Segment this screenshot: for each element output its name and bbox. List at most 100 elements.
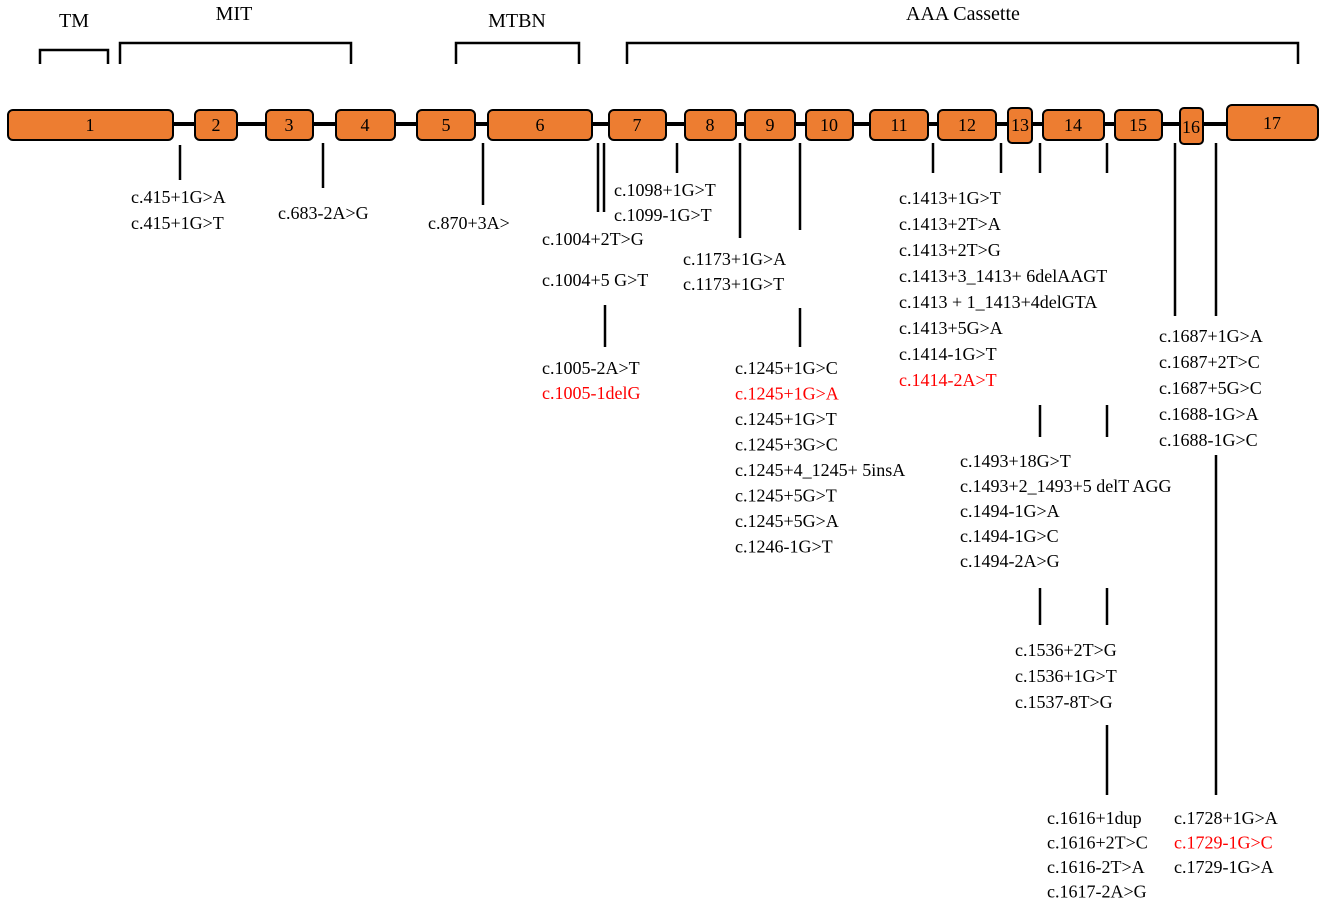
variant-group: c.1616+1dup c.1616+2T>C c.1616-2T>A c.1617-…	[1047, 808, 1148, 902]
bracket-mtbn	[454, 41, 581, 64]
variant-label: c.1494-1G>A	[960, 501, 1060, 521]
exon-label: 9	[766, 115, 775, 135]
exon-label: 8	[706, 115, 715, 135]
variant-label: c.1616-2T>A	[1047, 857, 1145, 877]
variant-label: c.1245+5G>A	[735, 511, 839, 531]
bracket-mit	[118, 41, 353, 64]
variant-label: c.1616+2T>C	[1047, 833, 1148, 853]
variant-label: c.1004+2T>G	[542, 229, 644, 249]
variant-label: c.1005-2A>T	[542, 358, 640, 378]
variant-group: c.683-2A>G	[278, 203, 369, 223]
exons: 1 2 3 4 5 6 7 8 9 10 11 12 13 14 15 16 1…	[7, 104, 1319, 145]
exon-box	[869, 109, 929, 141]
variant-label: c.1413+1G>T	[899, 188, 1001, 208]
variant-label: c.1729-1G>A	[1174, 857, 1274, 877]
variant-group: c.1687+1G>A c.1687+2T>C c.1687+5G>C c.1688-…	[1159, 326, 1263, 450]
exon-box	[1179, 107, 1204, 145]
variant-label: c.1004+5 G>T	[542, 270, 648, 290]
variant-label: c.1245+1G>A	[735, 384, 839, 404]
exon-box	[805, 109, 854, 141]
variant-label: c.1413+3_1413+ 6delAAGT	[899, 266, 1107, 286]
variant-label: c.1099-1G>T	[614, 205, 712, 225]
variant-label: c.1493+18G>T	[960, 451, 1071, 471]
exon-label: 17	[1263, 113, 1281, 133]
variant-label: c.870+3A>	[428, 213, 510, 233]
variant-label: c.1414-1G>T	[899, 344, 997, 364]
exon-box	[684, 109, 737, 141]
exon-label: 11	[890, 115, 907, 135]
variant-label: c.1616+1dup	[1047, 808, 1142, 828]
variant-label: c.1098+1G>T	[614, 180, 716, 200]
variant-label: c.1537-8T>G	[1015, 692, 1113, 712]
variant-label: c.1494-1G>C	[960, 526, 1059, 546]
exon-box	[937, 109, 997, 141]
exon-label: 4	[361, 115, 370, 135]
variant-label: c.1728+1G>A	[1174, 808, 1278, 828]
exon-label: 6	[536, 115, 545, 135]
variant-label: c.1246-1G>T	[735, 537, 833, 557]
variant-group: c.1004+2T>G c.1004+5 G>T	[542, 229, 648, 290]
exon-label: 7	[633, 115, 642, 135]
variant-label: c.1413+5G>A	[899, 318, 1003, 338]
domain-label-aaa-cassette: AAA Cassette	[906, 3, 1020, 25]
exon-label: 3	[285, 115, 294, 135]
connector-lines	[178, 143, 1218, 795]
variant-label: c.1245+1G>C	[735, 358, 838, 378]
exon-label: 15	[1129, 115, 1147, 135]
variant-label: c.1687+2T>C	[1159, 352, 1260, 372]
exon-box	[335, 109, 396, 141]
exon-label: 12	[958, 115, 976, 135]
variant-label: c.1173+1G>A	[683, 249, 786, 269]
exon-box	[1114, 109, 1163, 141]
variant-label: c.1005-1delG	[542, 383, 640, 403]
variant-label: c.1245+1G>T	[735, 409, 837, 429]
variant-label: c.1687+5G>C	[1159, 378, 1262, 398]
exon-label: 2	[212, 115, 221, 135]
variant-label: c.1493+2_1493+5 delT AGG	[960, 476, 1171, 496]
variant-group: c.1536+2T>G c.1536+1G>T c.1537-8T>G	[1015, 640, 1117, 712]
exon-box	[416, 109, 476, 141]
variant-label: c.1536+1G>T	[1015, 666, 1117, 686]
exon-box	[265, 109, 314, 141]
variant-group: c.1173+1G>A c.1173+1G>T	[683, 249, 786, 294]
variant-label: c.1536+2T>G	[1015, 640, 1117, 660]
exon-label: 5	[442, 115, 451, 135]
exon-label: 14	[1064, 115, 1082, 135]
exon-label: 10	[820, 115, 838, 135]
variant-label: c.1413 + 1_1413+4delGTA	[899, 292, 1097, 312]
variant-label: c.1173+1G>T	[683, 274, 784, 294]
exon-label: 16	[1182, 117, 1200, 137]
variant-label: c.1617-2A>G	[1047, 882, 1147, 902]
variant-label: c.1245+5G>T	[735, 486, 837, 506]
variant-label: c.1687+1G>A	[1159, 326, 1263, 346]
exon-box	[1226, 104, 1319, 141]
variant-label: c.1413+2T>G	[899, 240, 1001, 260]
variant-group: c.1245+1G>C c.1245+1G>A c.1245+1G>T c.1245+…	[735, 358, 905, 557]
variant-label: c.415+1G>T	[131, 213, 224, 233]
domain-label-mit: MIT	[216, 3, 253, 25]
variant-label: c.1245+4_1245+ 5insA	[735, 460, 905, 480]
domain-label-tm: TM	[59, 10, 89, 32]
domain-labels: TM MIT MTBN AAA Cassette	[59, 3, 1020, 32]
variant-label: c.1494-2A>G	[960, 551, 1060, 571]
exon-box	[7, 109, 174, 141]
variant-label: c.1245+3G>C	[735, 435, 838, 455]
exon-box	[608, 109, 667, 141]
variant-label: c.1413+2T>A	[899, 214, 1001, 234]
exon-box	[1042, 109, 1105, 141]
exon-box	[1007, 107, 1033, 144]
domain-brackets	[38, 41, 1300, 64]
variant-group: c.870+3A>	[428, 213, 510, 233]
variant-label: c.1729-1G>C	[1174, 833, 1273, 853]
variant-label: c.1688-1G>C	[1159, 430, 1258, 450]
domain-label-mtbn: MTBN	[488, 10, 546, 32]
bracket-aaa-cassette	[625, 41, 1300, 64]
exon-box	[194, 109, 238, 141]
variant-group: c.1728+1G>A c.1729-1G>C c.1729-1G>A	[1174, 808, 1278, 877]
exon-label: 1	[86, 115, 95, 135]
variant-group: c.1005-2A>T c.1005-1delG	[542, 358, 640, 403]
variant-group: c.1098+1G>T c.1099-1G>T	[614, 180, 716, 225]
